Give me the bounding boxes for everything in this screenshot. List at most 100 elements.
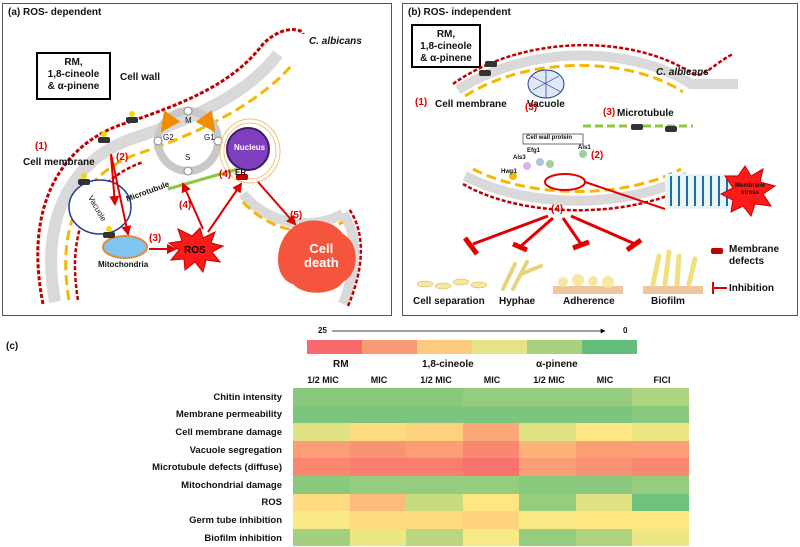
heatmap-cell: [406, 440, 463, 459]
heatmap-cell: [519, 528, 576, 547]
heatmap-cell: [293, 528, 350, 547]
heatmap-cell: [406, 405, 463, 424]
cell-wall-label: Cell wall: [120, 72, 161, 83]
treatment-line: & α-pinene: [47, 81, 100, 92]
heatmap-cell: [519, 440, 576, 459]
mitochondria-label: Mitochondria: [98, 260, 149, 269]
heatmap-cell: [632, 440, 689, 459]
step-1-label: (1): [415, 97, 428, 108]
panel-b-treatment-box: RM, 1,8-cineole & α-pinene: [411, 24, 481, 68]
cell-membrane-line: [64, 65, 293, 301]
membrane-defect-icon: [711, 248, 723, 254]
membrane-stress-burst: [719, 165, 777, 218]
biofilm-illustration: [643, 249, 703, 294]
treatment-line: & α-pinene: [420, 53, 472, 64]
heatmap-cell: [293, 493, 350, 512]
heatmap-cell: [632, 528, 689, 547]
mitochondria: [102, 235, 148, 259]
cell-wall-top: [452, 43, 734, 86]
heatmap-cell: [349, 423, 406, 441]
scale-arrow: [332, 328, 606, 334]
row-label: Membrane permeability: [175, 409, 282, 420]
hwp1-label: Hwp1: [501, 169, 518, 175]
heatmap-cell: [293, 388, 350, 406]
heatmap-cell: [462, 476, 519, 494]
heatmap-cell: [462, 493, 519, 512]
step-2-label: (2): [591, 150, 604, 161]
row-label: Mitochondrial damage: [181, 480, 282, 491]
panel-b: (b) ROS- independent RM, 1,8-cineole & α…: [402, 3, 798, 316]
scale-min-label: 0: [623, 326, 628, 335]
group-label-cineole: 1,8-cineole: [422, 359, 474, 370]
phase-g1: G1: [204, 133, 215, 142]
panel-a-illustration: [36, 28, 363, 307]
cell-death-blob: [277, 220, 356, 293]
heatmap-cell: [349, 388, 406, 406]
row-label: Cell membrane damage: [175, 427, 282, 438]
heatmap-cell: [406, 388, 463, 406]
heatmap-cell: [406, 528, 463, 547]
microtubule-label: Microtubule: [617, 108, 674, 119]
heatmap-cell: [349, 493, 406, 512]
heatmap-cell: [406, 493, 463, 512]
cell-membrane-label: Cell membrane: [435, 99, 507, 110]
row-label: Vacuole segregation: [189, 445, 282, 456]
heatmap-cell: [519, 388, 576, 406]
drug-molecule-icon: [78, 117, 248, 238]
step-1-label: (1): [35, 141, 48, 152]
heatmap-cell: [632, 493, 689, 512]
treatment-line: 1,8-cineole: [47, 69, 100, 80]
panel-a-title: (a) ROS- dependent: [8, 7, 102, 18]
heatmap-cell: [519, 458, 576, 476]
row-label: Biofilm inhibition: [204, 533, 282, 544]
heatmap-cell: [519, 476, 576, 494]
heatmap-cell: [293, 476, 350, 494]
scale-swatch: [417, 340, 472, 354]
phase-m: M: [185, 116, 192, 125]
heatmap-cell: [575, 528, 632, 547]
heatmap-cell: [406, 476, 463, 494]
phase-g2: G2: [163, 133, 174, 142]
step-3b-label: (3): [603, 107, 616, 118]
heatmap-cell: [349, 528, 406, 547]
heatmap-cell: [519, 405, 576, 424]
outcome-biofilm: Biofilm: [651, 296, 685, 307]
heatmap-cell: [406, 458, 463, 476]
membrane-stress-line: stress: [741, 190, 759, 196]
heatmap-cell: [632, 388, 689, 406]
step-4b-label: (4): [219, 169, 232, 180]
column-header: 1/2 MIC: [533, 375, 565, 385]
heatmap-cell: [575, 511, 632, 529]
outcome-hyphae: Hyphae: [499, 296, 536, 307]
group-label-pinene: α-pinene: [536, 359, 578, 370]
heatmap-cell: [349, 511, 406, 529]
panel-b-illustration: [416, 43, 777, 294]
heatmap-cell: [519, 493, 576, 512]
heatmap-cell: [349, 476, 406, 494]
er-label: ER: [235, 168, 247, 177]
als1-label: Als1: [578, 145, 591, 151]
heatmap-cell: [575, 388, 632, 406]
heatmap-cell: [406, 511, 463, 529]
cell-death-line: death: [304, 255, 339, 270]
panel-a: (a) ROS- dependent RM, 1,8-cineole & α-p…: [2, 3, 392, 316]
row-label: Microtubule defects (diffuse): [152, 462, 282, 473]
outcome-adherence: Adherence: [563, 296, 615, 307]
heatmap-cell: [462, 440, 519, 459]
panel-a-treatment-box: RM, 1,8-cineole & α-pinene: [36, 52, 111, 100]
organism-label: C. albicans: [309, 36, 362, 47]
step-2-label: (2): [116, 152, 129, 163]
row-label: Chitin intensity: [213, 392, 282, 403]
efg1-label: Efg1: [527, 148, 541, 154]
heatmap-cell: [349, 440, 406, 459]
heatmap-cell: [293, 511, 350, 529]
heatmap-cell: [632, 476, 689, 494]
phase-s: S: [185, 153, 191, 162]
scale-swatch: [307, 340, 362, 354]
vacuole-label: Vacuole: [527, 99, 565, 110]
nucleus-label: Nucleus: [234, 143, 266, 152]
ros-label: ROS: [184, 245, 206, 256]
cell-separation-illustration: [416, 278, 488, 290]
heatmap-grid: [293, 388, 689, 547]
step-4a-label: (4): [179, 200, 192, 211]
